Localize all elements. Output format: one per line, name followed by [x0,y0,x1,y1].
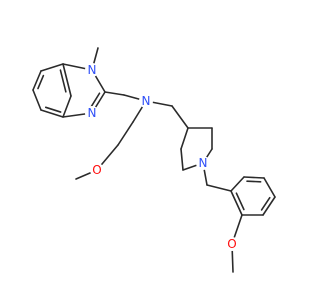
bond-b4-b5-double [44,106,62,113]
atom-o-methoxy-aryl-label: O [227,237,236,251]
atom-n-imidazole-label: N [88,106,97,120]
bond-C2-N3-double [89,92,101,109]
atom-label-layer: N N N N O O [85,63,239,251]
bond-CH2b-P4 [171,105,189,129]
bond-a2-a3 [243,176,265,179]
atom-n-imidazole-methyl: N [85,63,99,77]
atom-n-amine-label: N [142,94,151,108]
atom-o-methoxy-aryl: O [225,237,239,251]
bond-b3-b4 [32,89,42,111]
bond-a6-a1-double [235,192,245,211]
bond-P3a-P2a [180,148,184,171]
bond-b2-b3-double [37,74,45,90]
atom-n-imidazole: N [85,106,99,120]
bond-b4-b5 [40,109,64,118]
bond-b6-b1 [62,63,72,97]
bond-a3-a4 [263,177,276,198]
atom-o-methoxyethyl: O [90,163,104,177]
atom-o-methoxyethyl-label: O [92,163,101,177]
atom-n-piperidine: N [196,156,210,170]
bond-a4-a5 [262,196,276,216]
bond-b5-b6 [62,95,72,118]
atom-n-piperidine-label: N [199,156,208,170]
bond-a4-a5-double [260,196,271,211]
bond-CE1-CE2 [117,121,134,146]
bond-C2-CH2a [104,91,125,96]
bond-b2-b3 [32,70,42,91]
bond-a1-a2 [230,176,245,192]
bond-b6-b1-double [59,69,67,93]
bond-Bz-a1 [206,184,232,192]
atom-n-amine: N [139,94,153,108]
atom-n-imidazole-methyl-label: N [88,63,97,77]
bond-layer [32,47,276,273]
bond-a2-a3-double [246,180,262,183]
bond-b1-b2 [40,63,64,72]
molecule-structure: N N N N O O [32,47,276,273]
bond-a6-a1 [230,190,243,216]
bond-P4-P3a [180,127,189,150]
